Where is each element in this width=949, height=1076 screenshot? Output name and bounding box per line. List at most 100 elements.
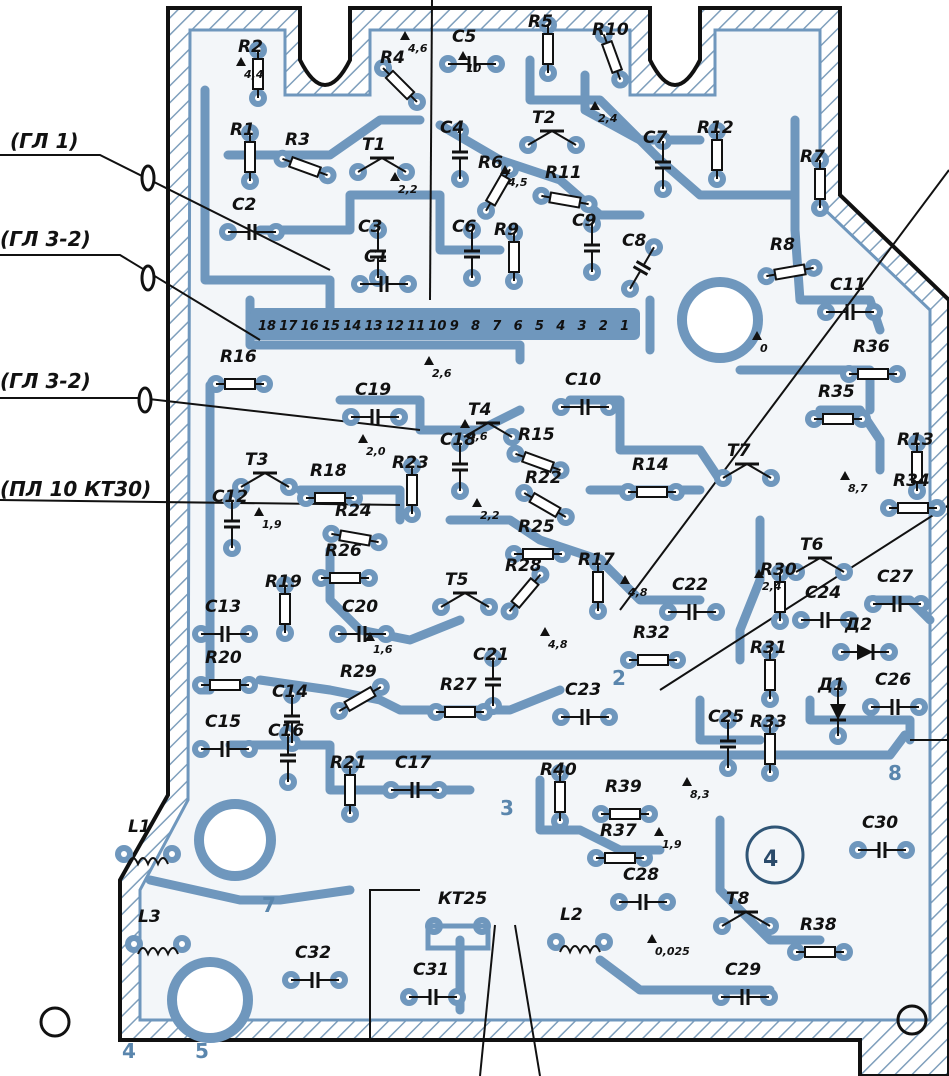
label-r5: R5 [528,12,553,32]
voltage-marker-icon [754,569,764,578]
part-c30 [858,842,906,858]
label-l1: L1 [128,817,151,837]
part-r2 [252,50,264,98]
part-c4 [452,131,468,179]
voltage-marker-icon [620,575,630,584]
label-c29: C29 [725,960,761,980]
part-r17 [592,563,604,611]
label-r3: R3 [285,130,310,150]
label-c23: C23 [565,680,601,700]
part-c10 [561,399,609,415]
label-c4: C4 [440,118,464,138]
label-r34: R34 [893,471,930,491]
label-r2: R2 [238,37,263,57]
label-t7: T7 [727,441,751,461]
label-d2: Д2 [844,615,872,635]
label-c12: C12 [212,487,248,507]
label-l3: L3 [138,907,161,927]
part-c2 [228,224,276,240]
connector-pin-8: 8 [471,319,480,334]
label-c13: C13 [205,597,241,617]
part-c21 [485,658,501,706]
label-r31: R31 [750,638,787,658]
part-c17 [391,782,439,798]
part-r7 [814,160,826,208]
label-c20: C20 [342,597,378,617]
label-r30: R30 [760,560,797,580]
part-r13 [911,443,923,491]
voltage-label: 2,2 [480,509,500,522]
label-t8: T8 [726,889,750,909]
label-t1: T1 [362,135,385,155]
voltage-label: 4,5 [507,176,528,189]
voltage-label: 1,9 [662,838,682,851]
label-r29: R29 [340,662,377,682]
label-c28: C28 [623,865,659,885]
label-r20: R20 [205,648,242,668]
voltage-marker-icon [752,331,762,340]
label-c1: C1 [364,247,388,267]
voltage-marker-icon [365,632,375,641]
part-r26 [321,572,369,584]
part-r3 [282,155,328,179]
label-r19: R19 [265,572,302,592]
label-r39: R39 [605,777,642,797]
part-c7 [655,141,671,189]
part-d1 [830,688,846,736]
voltage-marker-icon [458,51,468,60]
part-c18 [452,443,468,491]
label-c2: C2 [232,195,256,215]
part-r39 [601,808,649,820]
label-c16: C16 [268,721,304,741]
connector-pin-13: 13 [365,319,383,334]
board-number-2: 2 [612,666,626,690]
connector-pin-18: 18 [258,319,276,334]
voltage-marker-icon [254,507,264,516]
part-t5 [440,591,490,608]
part-c32 [291,972,339,988]
label-r40: R40 [540,760,577,780]
board-number-8: 8 [888,761,902,785]
part-r21 [344,766,356,814]
part-c9 [584,224,600,272]
label-t3: T3 [245,450,268,470]
label-c24: C24 [805,583,841,603]
part-t6 [795,556,845,573]
part-r28 [508,573,542,613]
part-r6 [484,168,512,212]
part-r19 [279,585,291,633]
connector-pin-4: 4 [555,319,565,334]
label-c9: C9 [572,211,596,231]
part-c6 [464,230,480,278]
connector-pin-7: 7 [492,319,502,334]
label-c21: C21 [473,645,509,665]
voltage-label: 8,3 [690,788,710,801]
label-c26: C26 [875,670,911,690]
label-r1: R1 [230,120,255,140]
connector-pin-3: 3 [578,319,587,334]
label-t6: T6 [800,535,824,555]
part-r34 [889,502,937,514]
connector-pin-2: 2 [599,319,608,334]
mounting-holes [167,277,763,1043]
part-r14 [628,486,676,498]
label-c3: C3 [358,217,382,237]
label-r4: R4 [380,48,405,68]
part-r27 [436,706,484,718]
label-d1: Д1 [817,675,845,695]
voltage-label: 10 [466,62,482,75]
part-r5 [542,25,554,73]
label-r22: R22 [525,468,562,488]
voltage-marker-icon [400,31,410,40]
external-label-pl10-kt30: (ПЛ 10 КТ30) [0,477,151,501]
label-t4: T4 [468,400,491,420]
label-r11: R11 [545,163,582,183]
label-c15: C15 [205,712,241,732]
label-r37: R37 [600,821,637,841]
external-terminals [137,164,156,414]
part-c20 [338,626,386,642]
part-t2 [527,129,577,146]
board-number-4-circle: 4 [763,847,778,872]
